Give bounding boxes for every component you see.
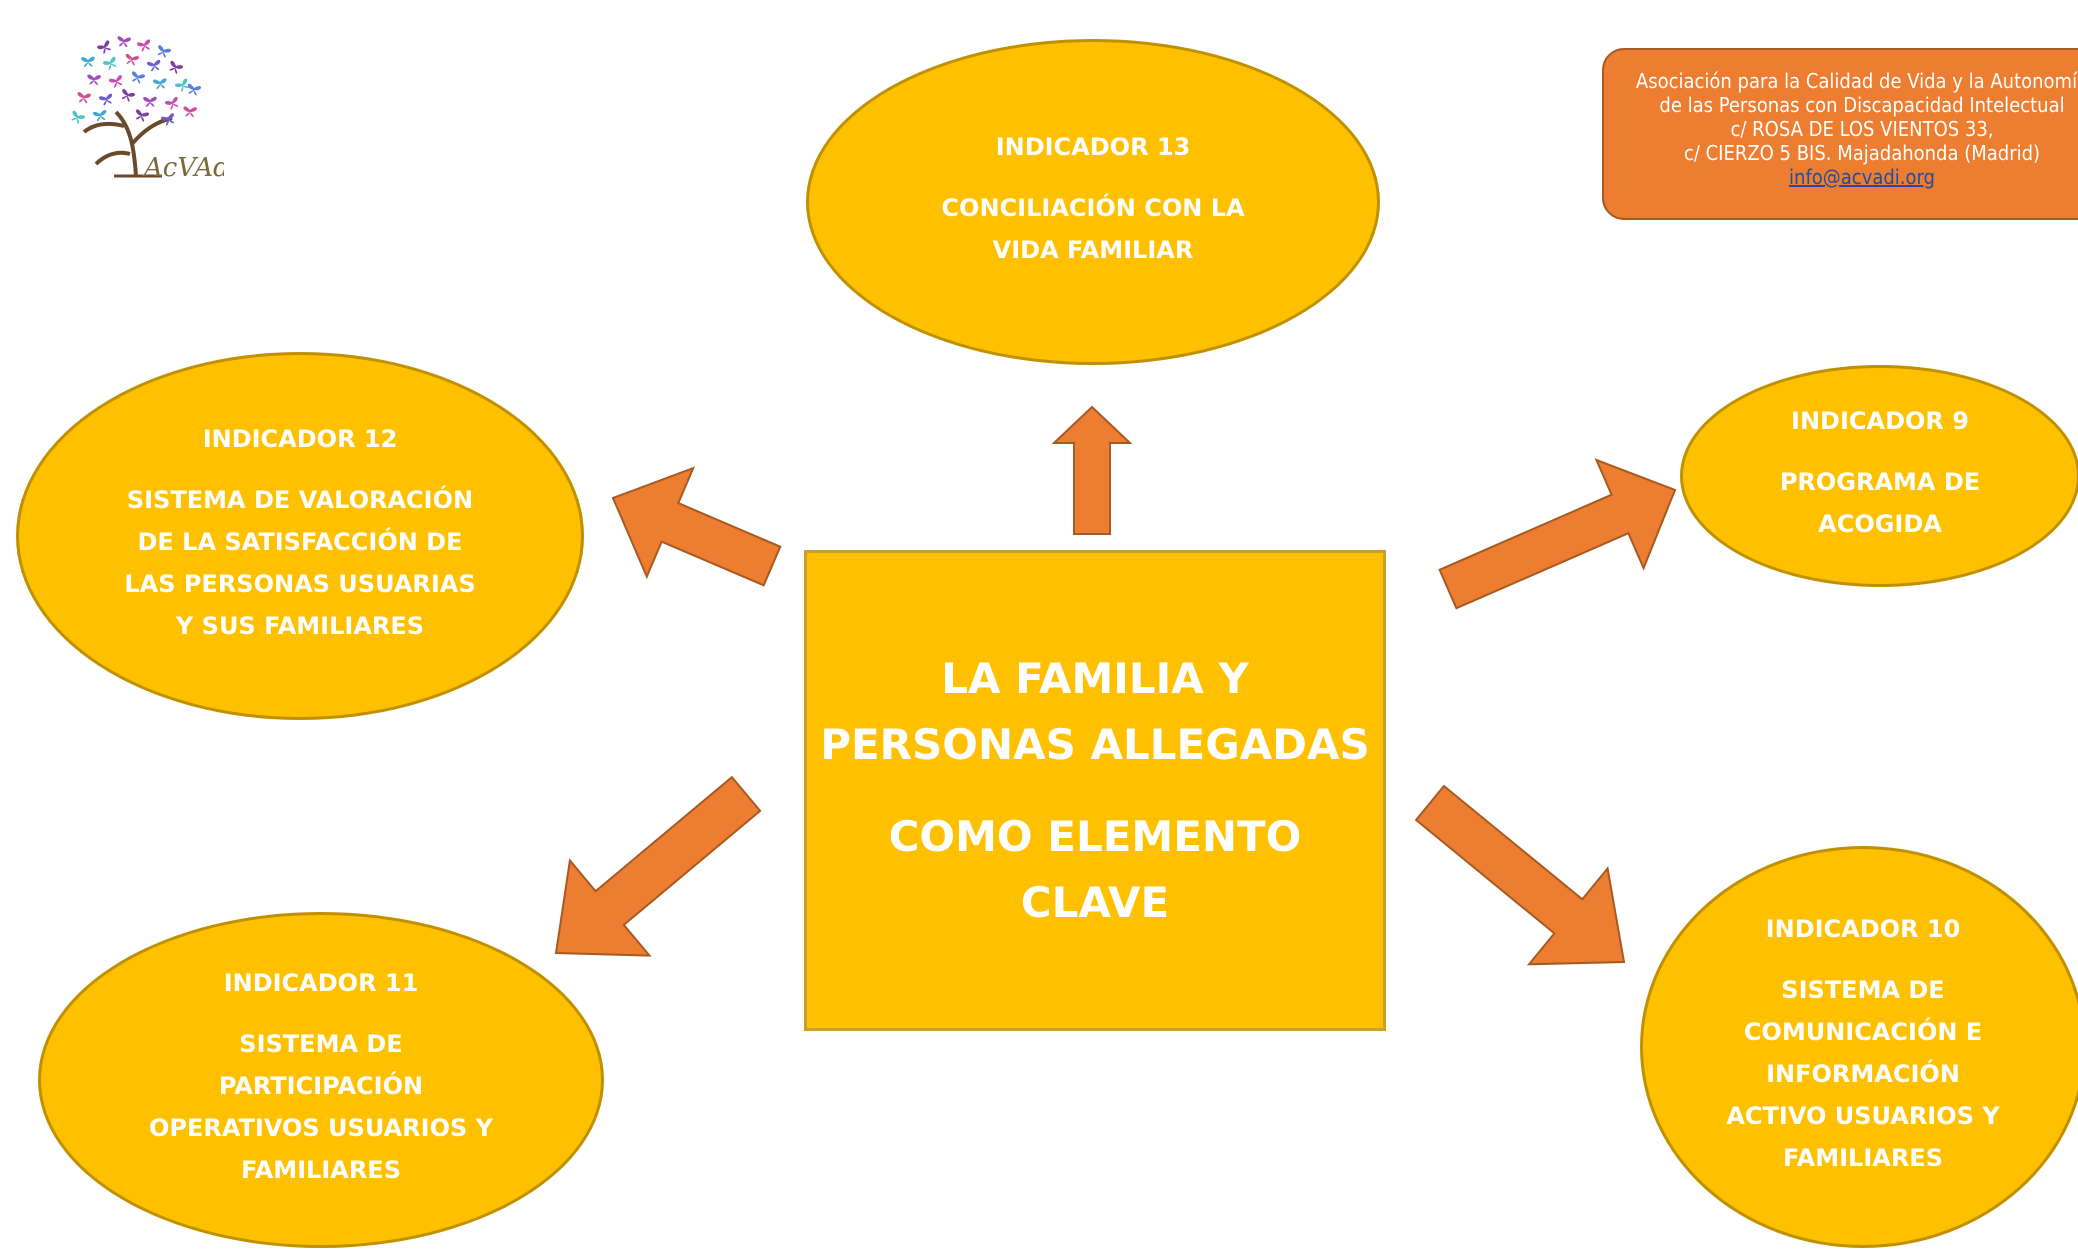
- center-line-3: COMO ELEMENTO: [888, 811, 1302, 861]
- butterfly-icon: [125, 53, 140, 66]
- butterfly-icon: [103, 56, 117, 70]
- butterfly-icon: [121, 89, 136, 102]
- center-line-2: PERSONAS ALLEGADAS: [820, 719, 1370, 769]
- butterfly-icon: [175, 78, 189, 92]
- indicator-9-title: INDICADOR 9: [1791, 407, 1969, 435]
- butterfly-icon: [98, 93, 113, 106]
- butterfly-icon: [165, 96, 179, 110]
- butterfly-icon: [157, 45, 172, 58]
- arrow-to-indicator-10: [1414, 784, 1626, 966]
- indicator-10-title: INDICADOR 10: [1765, 915, 1961, 943]
- contact-line-2: de las Personas con Discapacidad Intelec…: [1659, 93, 2065, 117]
- center-line-4: CLAVE: [1020, 877, 1170, 927]
- arrow-to-indicator-13: [1051, 405, 1133, 535]
- butterfly-icon: [108, 75, 123, 88]
- butterfly-icon: [87, 74, 101, 85]
- butterfly-icon: [187, 83, 202, 96]
- indicator-9-node: INDICADOR 9 PROGRAMA DE ACOGIDA: [1680, 365, 2078, 587]
- butterfly-icon: [183, 106, 197, 118]
- indicator-11-line-4: FAMILIARES: [241, 1156, 401, 1184]
- indicator-12-title: INDICADOR 12: [202, 425, 398, 453]
- contact-line-4: c/ CIERZO 5 BIS. Majadahonda (Madrid): [1683, 141, 2041, 165]
- indicator-13-node: INDICADOR 13 CONCILIACIÓN CON LA VIDA FA…: [806, 39, 1380, 365]
- indicator-10-line-4: ACTIVO USUARIOS Y: [1726, 1102, 2000, 1130]
- indicator-11-node: INDICADOR 11 SISTEMA DE PARTICIPACIÓN OP…: [38, 912, 604, 1248]
- indicator-11-line-1: SISTEMA DE: [239, 1030, 403, 1058]
- indicator-12-line-3: LAS PERSONAS USUARIAS: [124, 570, 476, 598]
- butterfly-icon: [153, 78, 167, 90]
- indicator-13-line-1: CONCILIACIÓN CON LA: [941, 194, 1245, 222]
- butterfly-icon: [97, 40, 111, 54]
- butterfly-icon: [93, 110, 107, 122]
- contact-info-box: Asociación para la Calidad de Vida y la …: [1602, 48, 2078, 220]
- central-concept-node: LA FAMILIA Y PERSONAS ALLEGADAS COMO ELE…: [804, 550, 1386, 1031]
- butterfly-tree-logo-icon: AcVAdi: [71, 36, 224, 183]
- indicator-10-line-3: INFORMACIÓN: [1766, 1060, 1960, 1088]
- indicator-9-line-2: ACOGIDA: [1818, 510, 1942, 538]
- butterfly-icon: [131, 71, 146, 84]
- butterfly-icon: [77, 92, 91, 104]
- indicator-9-line-1: PROGRAMA DE: [1779, 468, 1981, 496]
- indicator-11-title: INDICADOR 11: [223, 969, 419, 997]
- arrow-to-indicator-12: [611, 466, 782, 587]
- butterfly-icon: [81, 56, 95, 67]
- indicator-13-title: INDICADOR 13: [995, 133, 1191, 161]
- indicator-10-line-2: COMUNICACIÓN E: [1743, 1018, 1983, 1046]
- contact-line-3: c/ ROSA DE LOS VIENTOS 33,: [1730, 117, 1994, 141]
- indicator-10-node: INDICADOR 10 SISTEMA DE COMUNICACIÓN E I…: [1640, 846, 2078, 1248]
- indicator-13-line-2: VIDA FAMILIAR: [992, 236, 1194, 264]
- indicator-12-line-2: DE LA SATISFACCIÓN DE: [137, 528, 463, 556]
- butterfly-icon: [160, 113, 175, 126]
- arrow-to-indicator-11: [554, 775, 762, 957]
- indicator-10-line-5: FAMILIARES: [1783, 1144, 1943, 1172]
- indicator-12-line-1: SISTEMA DE VALORACIÓN: [126, 486, 474, 514]
- contact-email-link[interactable]: info@acvadi.org: [1789, 165, 1935, 189]
- butterfly-icon: [146, 59, 161, 72]
- butterfly-icon: [136, 109, 150, 122]
- logo-text: AcVAdi: [142, 153, 224, 183]
- indicator-11-line-2: PARTICIPACIÓN: [218, 1072, 424, 1100]
- arrow-to-indicator-9: [1438, 458, 1677, 610]
- butterfly-icon: [143, 96, 157, 107]
- center-line-1: LA FAMILIA Y: [941, 653, 1249, 703]
- indicator-12-line-4: Y SUS FAMILIARES: [175, 612, 425, 640]
- indicator-10-line-1: SISTEMA DE: [1781, 976, 1945, 1004]
- butterfly-icon: [136, 39, 151, 52]
- butterfly-icon: [117, 36, 131, 48]
- indicator-12-node: INDICADOR 12 SISTEMA DE VALORACIÓN DE LA…: [16, 352, 584, 720]
- butterfly-icon: [71, 110, 85, 124]
- butterfly-icon: [169, 60, 183, 74]
- indicator-11-line-3: OPERATIVOS USUARIOS Y: [148, 1114, 493, 1142]
- contact-line-1: Asociación para la Calidad de Vida y la …: [1635, 69, 2078, 93]
